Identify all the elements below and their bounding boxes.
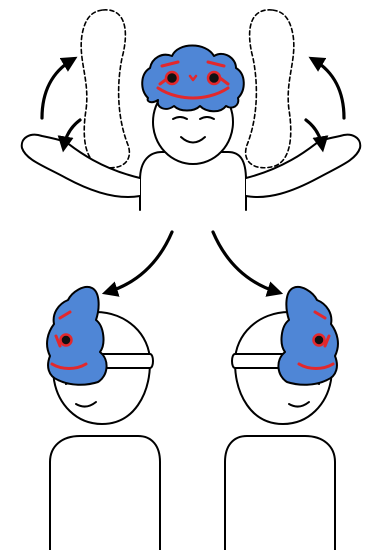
mask-front-left-eye [166, 72, 178, 84]
split-right-arrow [213, 232, 277, 292]
top-right-arm [246, 135, 360, 197]
curved-arrow-icon [108, 232, 277, 292]
top-left-arm [22, 135, 140, 197]
cloud-mask-side [47, 287, 107, 385]
mask-side-left-eye [61, 335, 72, 346]
bottom-left-figure [47, 287, 160, 550]
top-left-up-arrow [42, 60, 72, 118]
split-left-arrow [108, 232, 172, 292]
top-right-down-arrow [306, 120, 322, 146]
mask-side-right-eye [314, 335, 325, 346]
right-motion-path-outline [246, 10, 294, 168]
left-motion-path-outline [81, 10, 129, 168]
cloud-mask-front [142, 46, 244, 112]
mask-front-right-eye [208, 72, 220, 84]
top-right-up-arrow [314, 60, 344, 118]
cloud-mask-side-right [278, 287, 338, 385]
bottom-left-torso [50, 436, 160, 550]
top-left-down-arrow [64, 120, 80, 146]
bottom-right-figure [225, 287, 338, 550]
top-figure [22, 10, 361, 210]
bottom-right-torso [225, 436, 335, 550]
